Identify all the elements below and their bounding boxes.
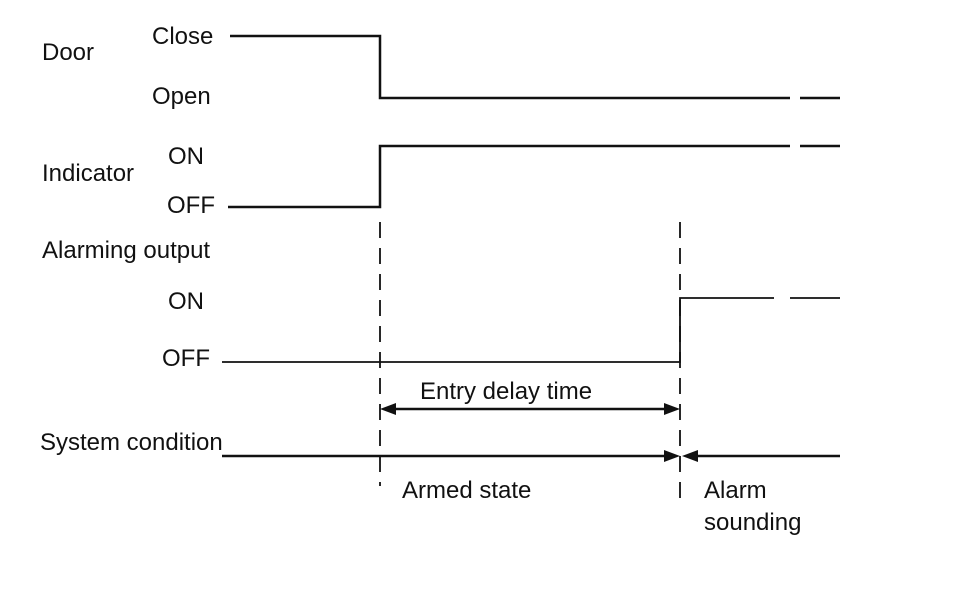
entry-delay-label: Entry delay time <box>420 378 592 405</box>
alarm-output-waveform <box>222 297 840 363</box>
alarm-output-on-label: ON <box>168 288 204 315</box>
armed-state-label: Armed state <box>402 477 531 504</box>
indicator-label: Indicator <box>42 160 134 187</box>
system-condition-label: System condition <box>40 429 223 456</box>
door-waveform <box>230 34 840 100</box>
door-label: Door <box>42 39 94 66</box>
indicator-waveform <box>228 144 840 209</box>
indicator-on-label: ON <box>168 143 204 170</box>
indicator-off-label: OFF <box>167 192 215 219</box>
system-condition-timeline <box>222 450 840 462</box>
door-close-label: Close <box>152 23 213 50</box>
door-open-label: Open <box>152 83 211 110</box>
alarm-sounding-label-line2: sounding <box>704 509 801 536</box>
alarm-output-off-label: OFF <box>162 345 210 372</box>
entry-delay-arrow <box>380 403 680 415</box>
alarm-sounding-label-line1: Alarm <box>704 477 767 504</box>
alarm-output-label: Alarming output <box>42 237 210 264</box>
